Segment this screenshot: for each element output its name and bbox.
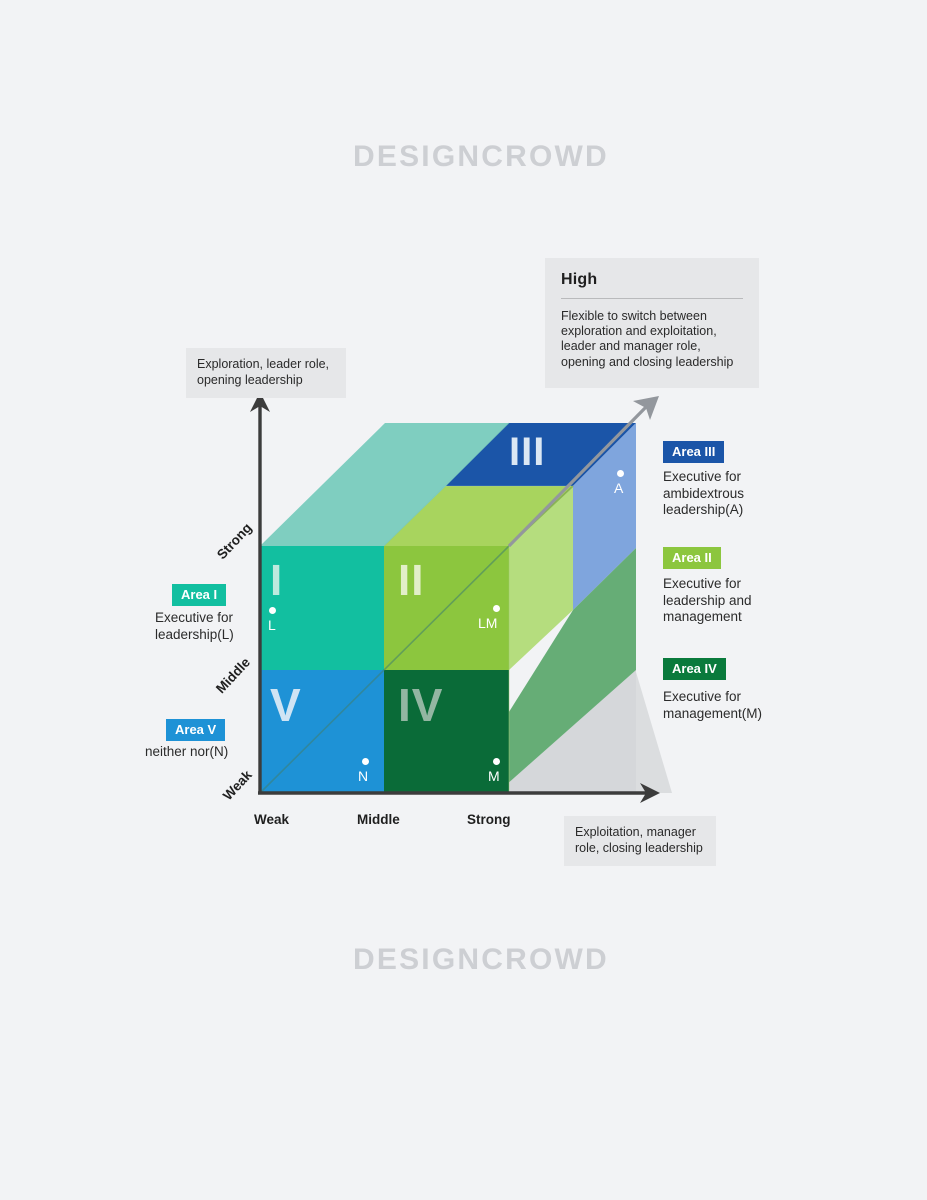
quadrant-numeral-ii: II bbox=[398, 556, 425, 605]
quadrant-numeral-v: V bbox=[270, 679, 302, 731]
x-axis-callout: Exploitation, manager role, closing lead… bbox=[564, 816, 716, 866]
quadrant-IV bbox=[384, 670, 509, 793]
legend-tag-area-v: Area V bbox=[166, 719, 226, 741]
data-point-label-lm: LM bbox=[478, 615, 498, 631]
data-point-label-m: M bbox=[488, 768, 500, 784]
legend-tag-area-iii: Area III bbox=[663, 441, 725, 463]
cube-side-lower-face bbox=[497, 548, 636, 793]
legend-text-area-iii: Executive for ambidextrous leadership(A) bbox=[663, 469, 745, 517]
legend-text-area-i: Executive for leadership(L) bbox=[155, 610, 234, 642]
quadrant-numeral-iv: IV bbox=[398, 679, 444, 731]
quadrant-I bbox=[260, 546, 384, 670]
legend-tag-area-i: Area I bbox=[172, 584, 227, 606]
legend-text-area-ii: Executive for leadership and management bbox=[663, 576, 752, 624]
quadrant-numeral-i: I bbox=[270, 556, 284, 605]
legend-text-area-iv: Executive for management(M) bbox=[663, 689, 763, 721]
data-point-label-a: A bbox=[614, 480, 624, 496]
cube-side-upper-face bbox=[573, 423, 636, 610]
x-tick-middle: Middle bbox=[357, 812, 400, 827]
data-point-label-n: N bbox=[358, 768, 369, 784]
depth-axis-line bbox=[507, 403, 650, 548]
high-box-divider bbox=[561, 298, 743, 299]
y-axis-arrowhead bbox=[250, 392, 270, 412]
cube-top-inner-face bbox=[384, 486, 573, 546]
quadrant-numeral-iii: III bbox=[509, 430, 546, 474]
legend-text-area-v: neither nor(N) bbox=[145, 744, 229, 759]
x-tick-strong: Strong bbox=[467, 812, 511, 827]
x-tick-weak: Weak bbox=[254, 812, 290, 827]
legend-tag-area-ii: Area II bbox=[663, 547, 721, 569]
y-axis-callout: Exploration, leader role, opening leader… bbox=[186, 348, 346, 398]
legend-tag-area-iv: Area IV bbox=[663, 658, 726, 680]
high-info-box: High Flexible to switch between explorat… bbox=[545, 258, 759, 388]
data-point-dot-a bbox=[617, 470, 624, 477]
high-box-body: Flexible to switch between exploration a… bbox=[561, 309, 734, 369]
x-axis-arrowhead bbox=[640, 783, 660, 803]
watermark-top: DESIGNCROWD bbox=[353, 140, 609, 173]
data-point-dot-lm bbox=[493, 605, 500, 612]
data-point-dot-l bbox=[269, 607, 276, 614]
diagonal-line bbox=[259, 545, 510, 794]
data-point-dot-m bbox=[493, 758, 500, 765]
depth-axis-arrowhead bbox=[633, 396, 659, 420]
data-point-dot-n bbox=[362, 758, 369, 765]
high-box-title: High bbox=[561, 271, 598, 288]
data-point-label-l: L bbox=[268, 617, 276, 633]
watermark-bottom: DESIGNCROWD bbox=[353, 943, 609, 976]
cube-top-left-face bbox=[260, 423, 509, 546]
